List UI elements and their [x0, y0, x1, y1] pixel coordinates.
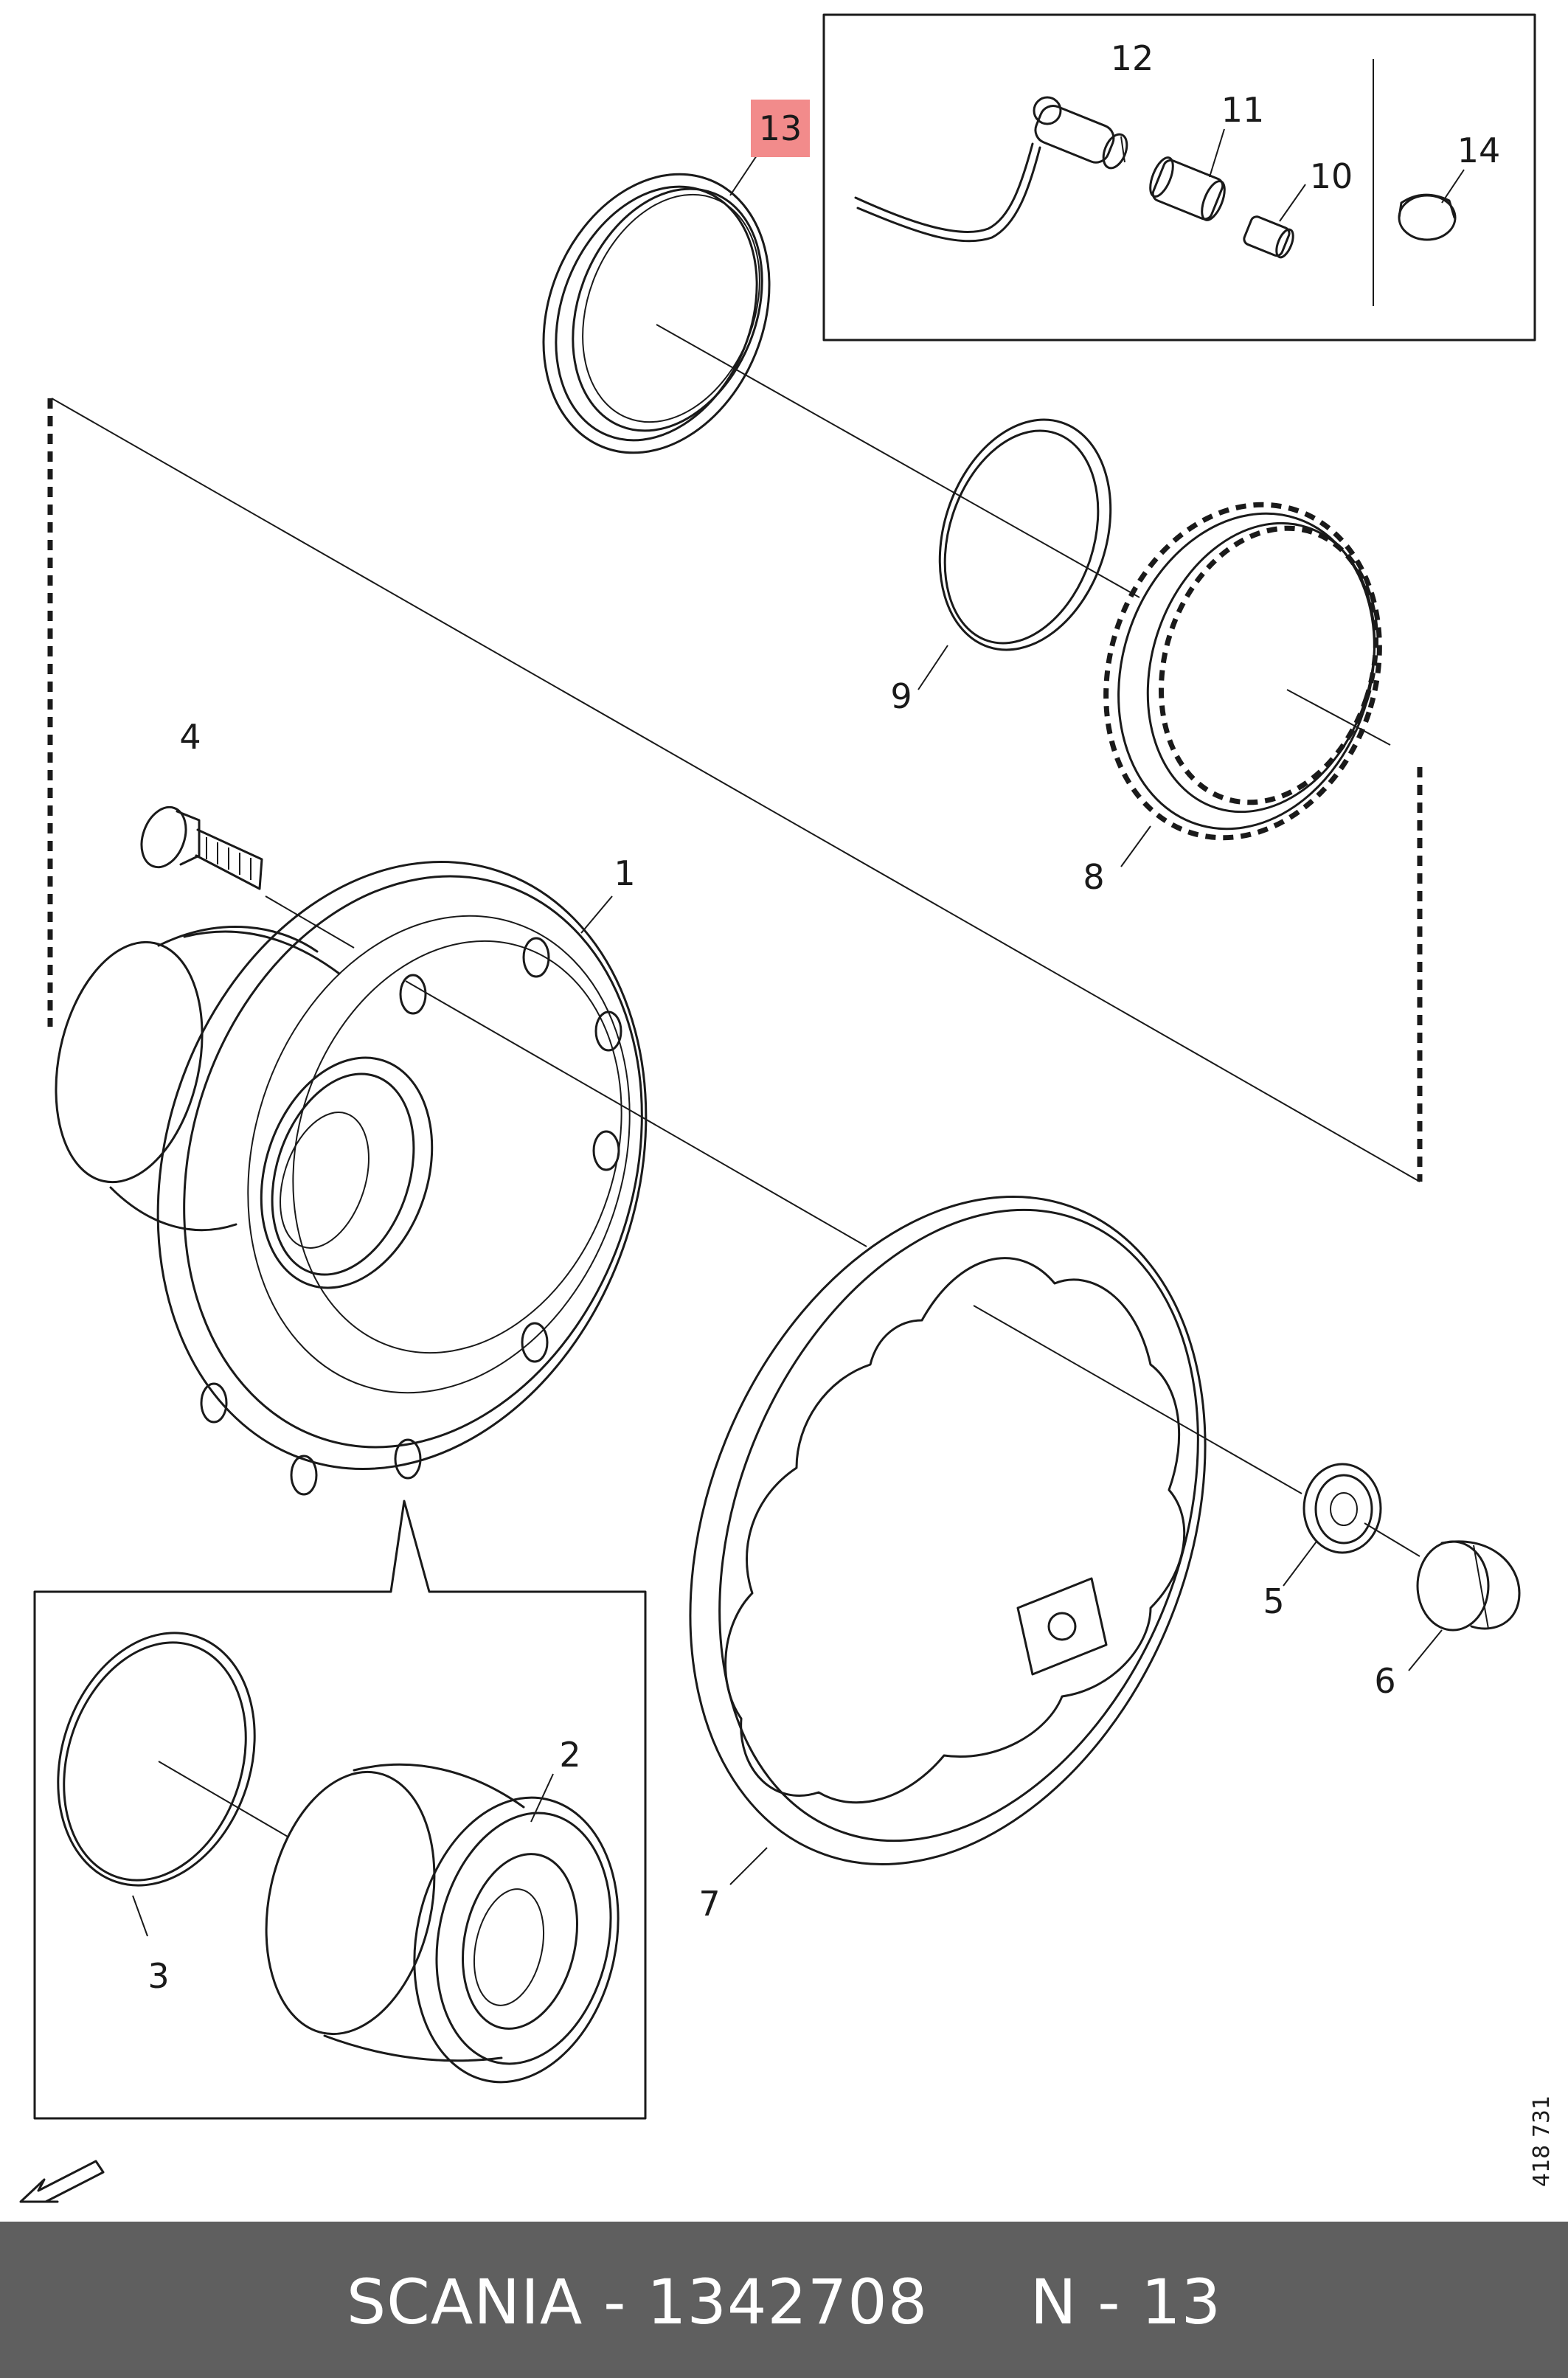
- callout-2: 2: [559, 1735, 580, 1775]
- callout-6: 6: [1374, 1661, 1395, 1701]
- callout-13-highlight: [751, 100, 810, 157]
- callout-labels: 13 12 11 10 14 9 8 4 1 5 6 7 2 3: [148, 38, 1500, 1996]
- bearing-inset-box: [33, 1500, 647, 2120]
- footer-text: SCANIA - 1342708 N - 13: [346, 2266, 1222, 2338]
- callout-13: 13: [759, 108, 802, 148]
- sensor-inset-box: [822, 13, 1536, 342]
- callout-3: 3: [148, 1956, 169, 1996]
- part-3-o-ring: [57, 1632, 256, 1887]
- part-4-wheel-stud: [140, 805, 263, 890]
- callout-9: 9: [890, 676, 912, 716]
- exploded-parts-diagram: 13 12 11 10 14 9 8 4 1 5 6 7 2 3 418 731: [19, 13, 1555, 2203]
- callout-5: 5: [1263, 1581, 1284, 1621]
- part-2-wheel-bearing: [265, 1763, 620, 2084]
- callout-10: 10: [1310, 156, 1353, 196]
- part-14-cap: [1398, 193, 1457, 241]
- direction-arrow-icon: [19, 2160, 105, 2203]
- document-number: 418 731: [1529, 2096, 1555, 2187]
- callout-11: 11: [1221, 90, 1265, 130]
- part-1-wheel-hub: [55, 860, 648, 1496]
- part-7-brake-disc: [689, 1196, 1207, 1865]
- part-13-seal-ring: [542, 173, 771, 454]
- part-9-o-ring: [938, 418, 1112, 651]
- callout-14: 14: [1457, 131, 1501, 170]
- part-6-cap-nut: [1416, 1540, 1521, 1632]
- part-10-bushing: [1243, 215, 1294, 259]
- assembly-dashed-frame: [47, 398, 1423, 1182]
- callout-12: 12: [1111, 38, 1154, 78]
- part-12-abs-sensor: [854, 96, 1128, 243]
- part-8-abs-ring: [1103, 502, 1382, 841]
- callout-8: 8: [1083, 857, 1104, 897]
- leader-lines: [132, 128, 1465, 1937]
- footer-bar: SCANIA - 1342708 N - 13: [0, 2222, 1568, 2378]
- callout-1: 1: [614, 853, 635, 893]
- part-11-sleeve: [1149, 156, 1226, 221]
- callout-4: 4: [179, 717, 201, 757]
- callout-7: 7: [698, 1884, 720, 1924]
- part-5-flange-nut: [1302, 1463, 1382, 1554]
